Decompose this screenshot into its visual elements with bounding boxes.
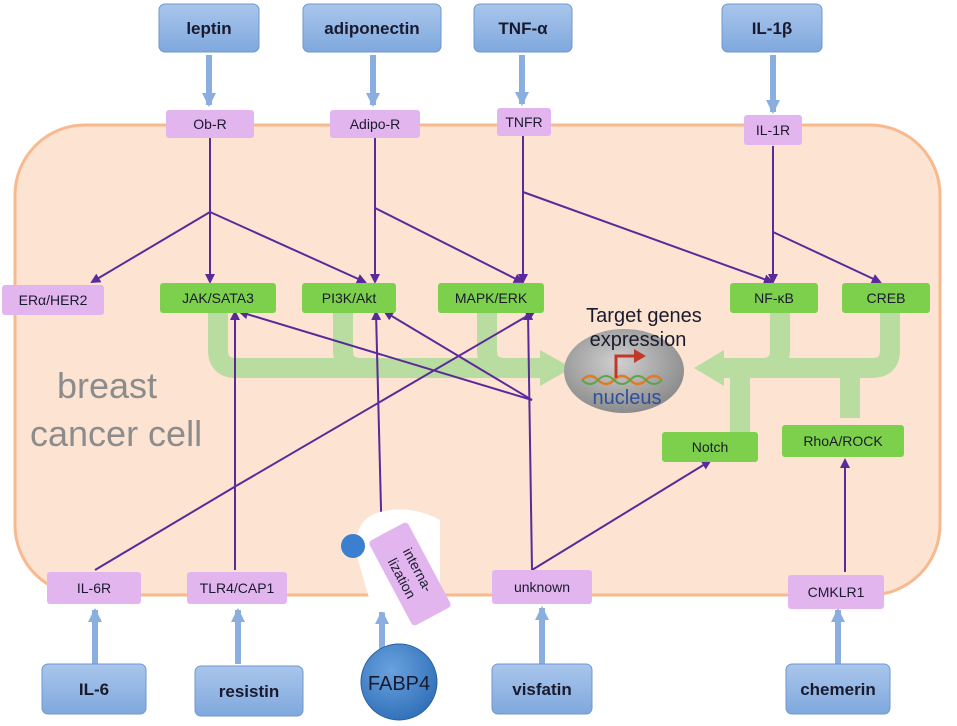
receptor-cmklr1: CMKLR1: [788, 575, 884, 609]
svg-text:chemerin: chemerin: [800, 680, 876, 699]
svg-text:RhoA/ROCK: RhoA/ROCK: [803, 433, 883, 449]
receptor-tlr4-cap1: TLR4/CAP1: [187, 572, 287, 604]
ligand-adiponectin: adiponectin: [302, 3, 442, 53]
svg-text:PI3K/Akt: PI3K/Akt: [322, 290, 377, 306]
receptor-tnfr: TNFR: [497, 108, 551, 136]
ligand-visfatin: visfatin: [491, 663, 593, 715]
svg-text:IL-6R: IL-6R: [77, 580, 111, 596]
svg-text:IL-6: IL-6: [79, 680, 109, 699]
dna-icon: [581, 374, 663, 386]
svg-text:Adipo-R: Adipo-R: [350, 116, 401, 132]
node-mapk-erk: MAPK/ERK: [438, 283, 544, 313]
svg-text:CREB: CREB: [867, 290, 906, 306]
flow-band-right: [718, 313, 900, 432]
svg-text:MAPK/ERK: MAPK/ERK: [455, 290, 528, 306]
svg-text:Notch: Notch: [692, 439, 729, 455]
receptor-unknown: unknown: [492, 570, 592, 604]
node-er-her2: ERα/HER2: [2, 285, 104, 315]
ligand-tnf-alpha: TNF-α: [473, 3, 573, 53]
ligand-il-6: IL-6: [41, 663, 147, 715]
ligand-resistin: resistin: [194, 665, 304, 717]
svg-text:ERα/HER2: ERα/HER2: [19, 292, 88, 308]
dna-icon-strand: [581, 375, 663, 385]
nucleus-label: nucleus: [593, 387, 662, 409]
node-notch: Notch: [662, 432, 758, 462]
svg-text:unknown: unknown: [514, 579, 570, 595]
svg-text:TNFR: TNFR: [505, 114, 542, 130]
svg-text:TLR4/CAP1: TLR4/CAP1: [200, 580, 275, 596]
svg-text:IL-1R: IL-1R: [756, 122, 790, 138]
flow-arrowhead-right: [694, 350, 724, 386]
svg-text:leptin: leptin: [186, 19, 231, 38]
cell-label-line1: breast: [57, 365, 157, 406]
ligand-il-1beta: IL-1β: [721, 3, 823, 53]
target-genes-label-line1: Target genes: [586, 305, 702, 327]
svg-text:resistin: resistin: [219, 682, 279, 701]
node-pi3k-akt: PI3K/Akt: [302, 283, 396, 313]
ligand-chemerin: chemerin: [785, 663, 891, 715]
signal-lines: [90, 136, 882, 572]
fabp4-particle: [341, 534, 365, 558]
flow-arrowhead-left: [540, 350, 572, 386]
svg-text:visfatin: visfatin: [512, 680, 572, 699]
svg-text:FABP4: FABP4: [368, 673, 430, 695]
node-nf-kb: NF-κB: [730, 283, 818, 313]
cell-label-line2: cancer cell: [30, 413, 202, 454]
receptor-adipo-r: Adipo-R: [330, 110, 420, 138]
svg-text:JAK/SATA3: JAK/SATA3: [182, 290, 254, 306]
receptor-ob-r: Ob-R: [166, 110, 254, 138]
transcription-arrow-icon: [614, 354, 636, 378]
target-genes-label-line2: expression: [590, 329, 687, 351]
node-jak-sata3: JAK/SATA3: [160, 283, 276, 313]
node-creb: CREB: [842, 283, 930, 313]
ligand-arrows: [88, 55, 845, 664]
svg-text:adiponectin: adiponectin: [324, 19, 419, 38]
transcription-arrowhead-icon: [634, 349, 646, 363]
svg-text:NF-κB: NF-κB: [754, 290, 794, 306]
svg-text:CMKLR1: CMKLR1: [808, 584, 865, 600]
receptor-il-6r: IL-6R: [47, 572, 141, 604]
ligand-fabp4: FABP4: [360, 643, 438, 721]
svg-text:IL-1β: IL-1β: [752, 19, 793, 38]
nucleus: [564, 329, 684, 413]
svg-text:TNF-α: TNF-α: [498, 19, 548, 38]
receptor-il-1r: IL-1R: [744, 115, 802, 145]
node-rhoa-rock: RhoA/ROCK: [782, 425, 904, 457]
svg-text:Ob-R: Ob-R: [193, 116, 226, 132]
ligand-leptin: leptin: [158, 3, 260, 53]
